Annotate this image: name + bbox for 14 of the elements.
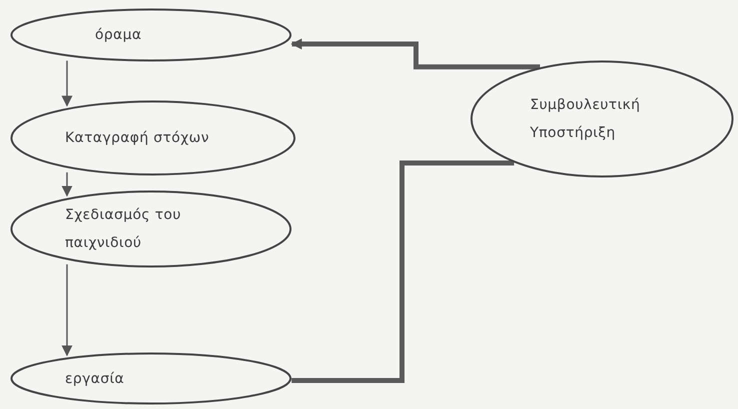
node-label: Σχεδιασμός του παιχνιδιού bbox=[65, 206, 182, 253]
arrow bbox=[62, 172, 72, 197]
process-ellipse bbox=[10, 190, 292, 268]
process-ellipse bbox=[10, 100, 296, 176]
node-label: Συμβουλευτική Υποστήριξη bbox=[530, 96, 642, 143]
node-label: εργασία bbox=[65, 370, 124, 388]
arrow bbox=[290, 38, 540, 70]
process-ellipse bbox=[10, 8, 292, 62]
node-label: Καταγραφή στόχων bbox=[65, 129, 210, 148]
node-label: όραμα bbox=[95, 26, 142, 45]
process-ellipse bbox=[10, 352, 292, 405]
arrow bbox=[62, 60, 72, 107]
arrow bbox=[62, 264, 72, 356]
process-ellipse bbox=[470, 60, 734, 178]
